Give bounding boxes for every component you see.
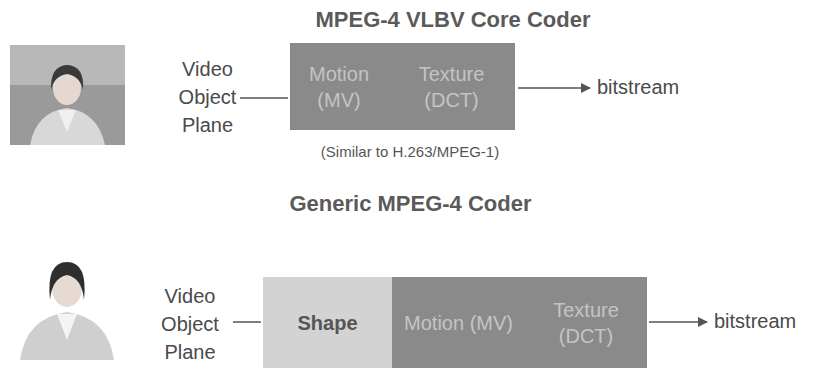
- output-label: bitstream: [597, 74, 679, 100]
- texture-block: Texture (DCT): [525, 277, 647, 368]
- motion-block: Motion (MV): [392, 277, 525, 368]
- coder-title: MPEG-4 VLBV Core Coder: [263, 7, 643, 33]
- shape-block: Shape: [263, 277, 392, 368]
- block-text: Texture (DCT): [394, 61, 509, 113]
- output-arrow: [649, 321, 707, 323]
- block-text: Texture (DCT): [531, 297, 641, 349]
- texture-block: Texture (DCT): [388, 43, 515, 130]
- coder-title: Generic MPEG-4 Coder: [263, 191, 558, 217]
- block-text: Motion (MV): [404, 310, 513, 336]
- block-text: Motion (MV): [296, 61, 382, 113]
- coder-box: MPEG-4 VLBV Core Coder(Similar to H.263/…: [290, 43, 515, 130]
- presenter-photo: [10, 250, 125, 360]
- motion-block: Motion (MV): [290, 43, 388, 130]
- output-label: bitstream: [714, 308, 796, 334]
- presenter-photo: [10, 45, 125, 145]
- input-label: Video Object Plane: [170, 55, 245, 139]
- input-label: Video Object Plane: [150, 282, 230, 366]
- input-line: [233, 321, 261, 323]
- input-line: [240, 97, 288, 99]
- block-text: Shape: [297, 310, 357, 336]
- coder-caption: (Similar to H.263/MPEG-1): [285, 143, 535, 160]
- output-arrow: [518, 87, 590, 89]
- coder-box: Generic MPEG-4 CoderShapeMotion (MV)Text…: [263, 277, 647, 368]
